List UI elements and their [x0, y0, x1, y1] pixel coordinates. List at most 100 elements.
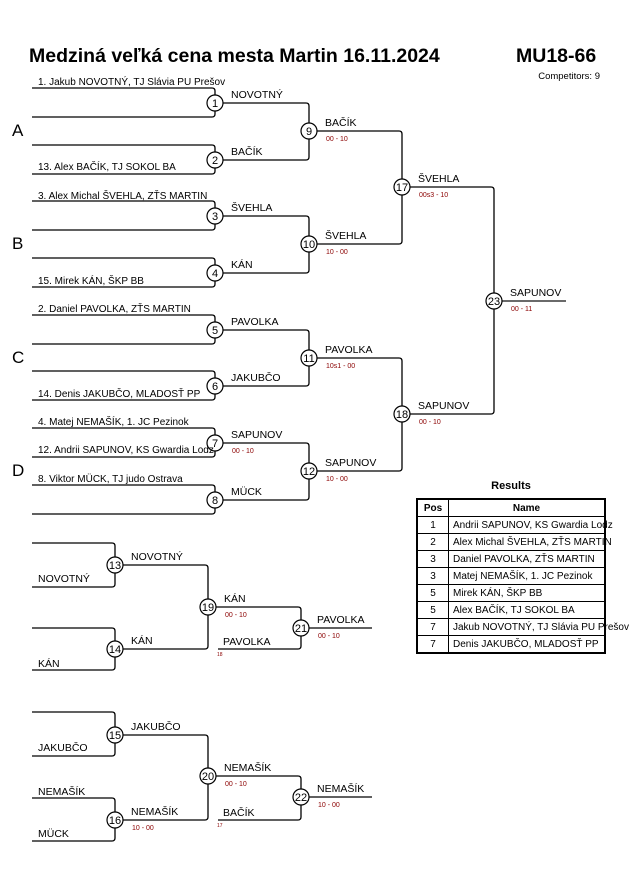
bracket-line	[32, 314, 216, 345]
winner-name: BAČÍK	[325, 116, 357, 129]
winner-name: SAPUNOV	[510, 287, 561, 299]
repechage-name: NEMAŠÍK	[38, 785, 85, 798]
winner-name: PAVOLKA	[317, 614, 364, 626]
result-pos: 3	[416, 550, 449, 568]
winner-name: PAVOLKA	[325, 344, 372, 356]
result-pos: 1	[416, 516, 449, 534]
match-circle	[106, 811, 124, 829]
result-name: Alex Michal ŠVEHLA, ZŤS MARTIN	[448, 533, 612, 551]
winner-name: SAPUNOV	[418, 400, 469, 412]
winner-name: NEMAŠÍK	[317, 782, 364, 795]
match-score: 00 - 10	[318, 633, 340, 640]
match-circle	[300, 122, 318, 140]
match-score: 10s1 - 00	[326, 363, 355, 370]
result-name: Denis JAKUBČO, MLADOSŤ PP	[448, 635, 606, 654]
match-circle	[206, 434, 224, 452]
match-number: 6	[212, 381, 218, 393]
match-score: 00 - 10	[232, 448, 254, 455]
match-number: 8	[212, 495, 218, 507]
result-name: Matej NEMAŠÍK, 1. JC Pezinok	[448, 567, 606, 585]
winner-name: NOVOTNÝ	[231, 88, 283, 101]
col-pos: Pos	[416, 498, 449, 517]
match-circle	[292, 619, 310, 637]
bracket-line	[317, 357, 403, 472]
result-pos: 2	[416, 533, 449, 551]
match-number: 21	[295, 623, 307, 635]
match-circle	[206, 264, 224, 282]
match-score: 00 - 10	[225, 781, 247, 788]
match-circle	[393, 405, 411, 423]
pool-label: C	[12, 348, 24, 367]
entry-name: 4. Matej NEMAŠÍK, 1. JC Pezinok	[38, 415, 190, 428]
winner-name: KÁN	[224, 592, 246, 605]
entry-name: 15. Mirek KÁN, ŠKP BB	[38, 274, 144, 287]
entry-name: 13. Alex BAČÍK, TJ SOKOL BA	[38, 160, 176, 173]
match-number: 5	[212, 325, 218, 337]
entry-name: 1. Jakub NOVOTNÝ, TJ Slávia PU Prešov	[38, 75, 225, 88]
source-match: 17	[217, 823, 223, 829]
bracket-line	[410, 186, 495, 415]
entry-name: 2. Daniel PAVOLKA, ZŤS MARTIN	[38, 302, 191, 315]
match-circle	[300, 462, 318, 480]
result-pos: 3	[416, 567, 449, 585]
match-score: 10 - 00	[318, 802, 340, 809]
match-score: 10 - 00	[132, 825, 154, 832]
match-circle	[206, 151, 224, 169]
winner-name: ŠVEHLA	[325, 229, 366, 242]
match-circle	[199, 598, 217, 616]
match-number: 11	[303, 353, 314, 365]
winner-name: JAKUBČO	[131, 720, 181, 733]
category-label: MU18-66	[516, 45, 597, 67]
match-circle	[206, 491, 224, 509]
bracket-line	[317, 130, 403, 245]
match-number: 7	[212, 438, 218, 450]
match-number: 3	[212, 211, 218, 223]
bracket-line	[32, 87, 216, 118]
repechage-name: PAVOLKA	[223, 636, 270, 648]
result-pos: 7	[416, 635, 449, 654]
match-score: 00 - 10	[419, 419, 441, 426]
winner-name: SAPUNOV	[325, 457, 376, 469]
match-score: 10 - 00	[326, 249, 348, 256]
result-name: Daniel PAVOLKA, ZŤS MARTIN	[448, 550, 606, 568]
pool-label: B	[12, 234, 23, 253]
match-number: 13	[109, 560, 121, 572]
entry-name: 14. Denis JAKUBČO, MLADOSŤ PP	[38, 387, 201, 400]
match-number: 17	[396, 182, 408, 194]
page-title: Medziná veľká cena mesta Martin 16.11.20…	[29, 45, 440, 67]
match-circle	[300, 349, 318, 367]
winner-name: KÁN	[231, 258, 253, 271]
winner-name: ŠVEHLA	[418, 172, 459, 185]
repechage-name: JAKUBČO	[38, 741, 88, 754]
winner-name: KÁN	[131, 634, 153, 647]
match-number: 14	[109, 644, 121, 656]
entry-name: 12. Andrii SAPUNOV, KS Gwardia Lodz	[38, 445, 214, 456]
bracket-line	[32, 200, 216, 231]
result-pos: 5	[416, 584, 449, 602]
repechage-name: NOVOTNÝ	[38, 572, 90, 585]
entry-name: 3. Alex Michal ŠVEHLA, ZŤS MARTIN	[38, 189, 207, 202]
match-circle	[106, 726, 124, 744]
winner-name: NOVOTNÝ	[131, 550, 183, 563]
repechage-name: MÜCK	[38, 828, 69, 840]
source-match: 18	[217, 652, 223, 658]
match-number: 12	[303, 466, 315, 478]
result-pos: 7	[416, 618, 449, 636]
match-score: 00 - 10	[225, 612, 247, 619]
match-number: 20	[202, 771, 214, 783]
match-number: 19	[202, 602, 214, 614]
match-number: 4	[212, 268, 218, 280]
match-circle	[485, 292, 503, 310]
winner-name: JAKUBČO	[231, 371, 281, 384]
result-pos: 5	[416, 601, 449, 619]
match-circle	[300, 235, 318, 253]
match-circle	[106, 640, 124, 658]
match-score: 00 - 10	[326, 136, 348, 143]
